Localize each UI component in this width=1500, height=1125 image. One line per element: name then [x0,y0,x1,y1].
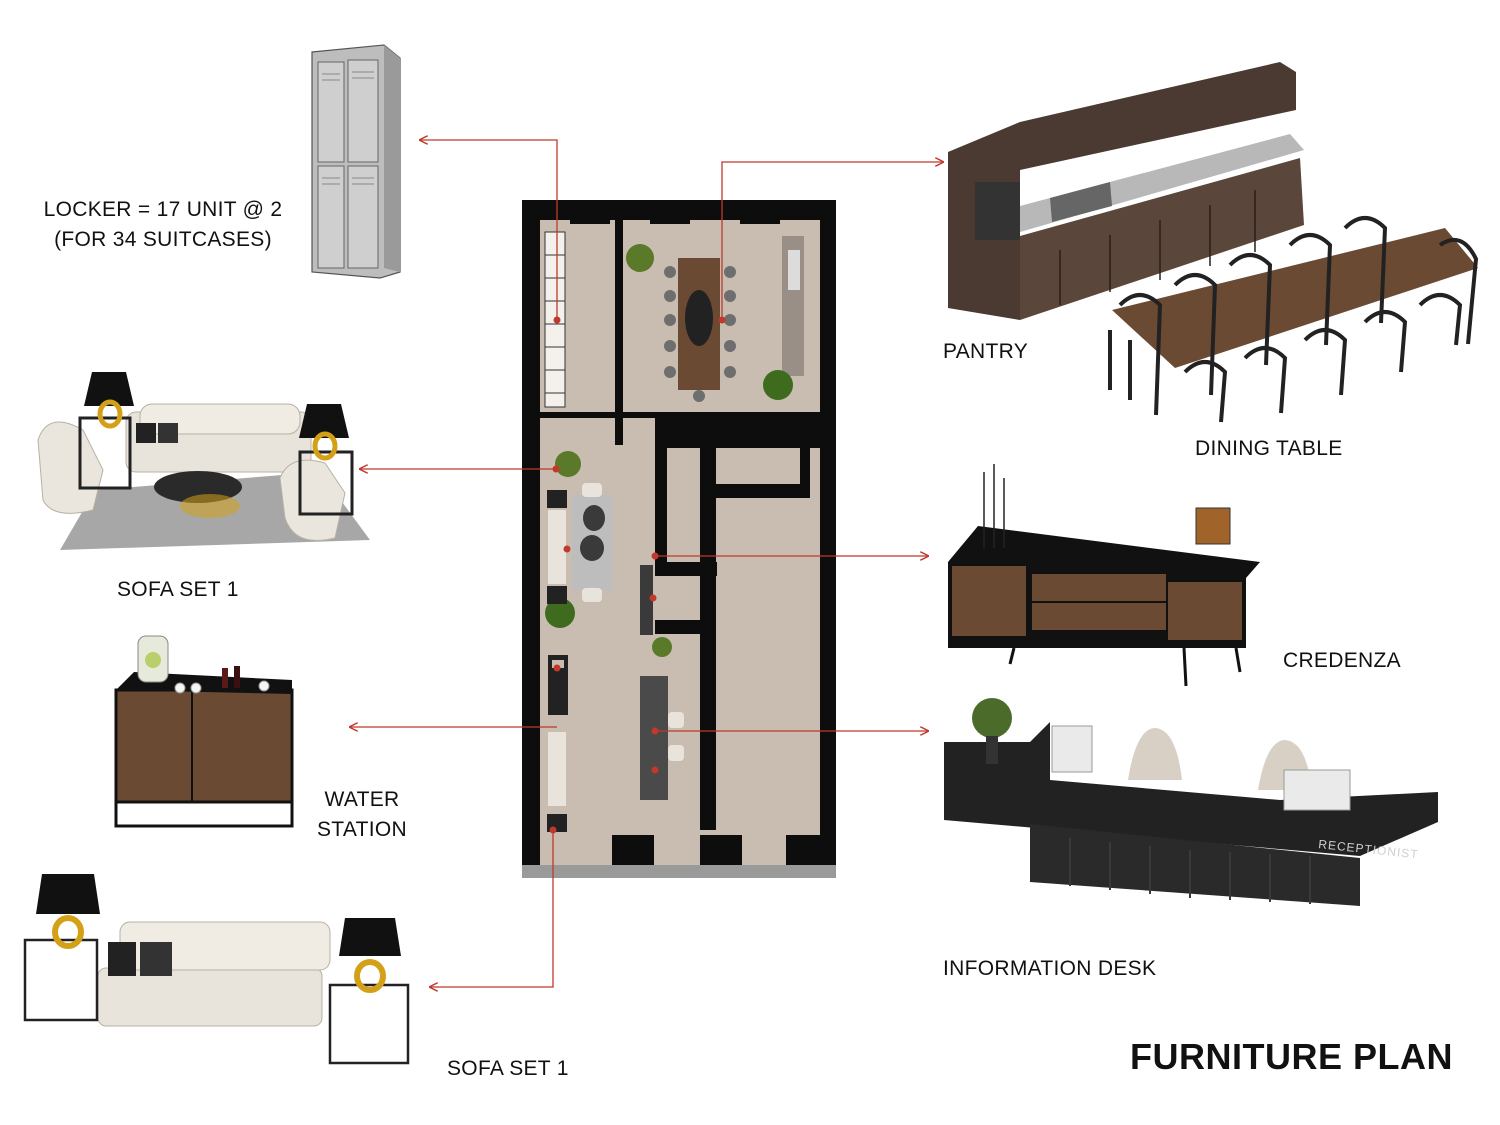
dining-table-illustration [1108,216,1479,423]
locker-label-line2: (FOR 34 SUITCASES) [54,228,272,251]
dining-table-label: DINING TABLE [1195,437,1343,460]
locker-illustration [311,44,401,279]
leader-lines [350,140,943,987]
leader-locker [420,140,558,320]
leader-pantry [721,162,943,320]
pantry-illustration [948,62,1304,320]
sofa-set-upper-illustration [37,372,370,550]
water-station-label-line2: STATION [317,818,407,841]
locker-label: LOCKER = 17 UNIT @ 2 (FOR 34 SUITCASES) [34,198,292,252]
pantry-label: PANTRY [943,340,1029,363]
sofa-set-lower-label: SOFA SET 1 [447,1057,569,1080]
locker-label-line1: LOCKER = 17 UNIT @ 2 [43,198,283,221]
floor-plan [522,200,836,878]
information-desk-label: INFORMATION DESK [943,957,1157,980]
sofa-set-lower-illustration [23,874,410,1065]
page-title: FURNITURE PLAN [1130,1036,1453,1077]
leader-sofa-lower [430,830,554,987]
sofa-set-upper-label: SOFA SET 1 [117,578,239,601]
water-station-label: WATER STATION [300,788,424,842]
credenza-label: CREDENZA [1283,649,1401,672]
water-station-label-line1: WATER [324,788,400,811]
information-desk-illustration: RECEPTIONIST [944,698,1438,906]
credenza-illustration [948,464,1260,687]
water-station-illustration [114,635,294,828]
